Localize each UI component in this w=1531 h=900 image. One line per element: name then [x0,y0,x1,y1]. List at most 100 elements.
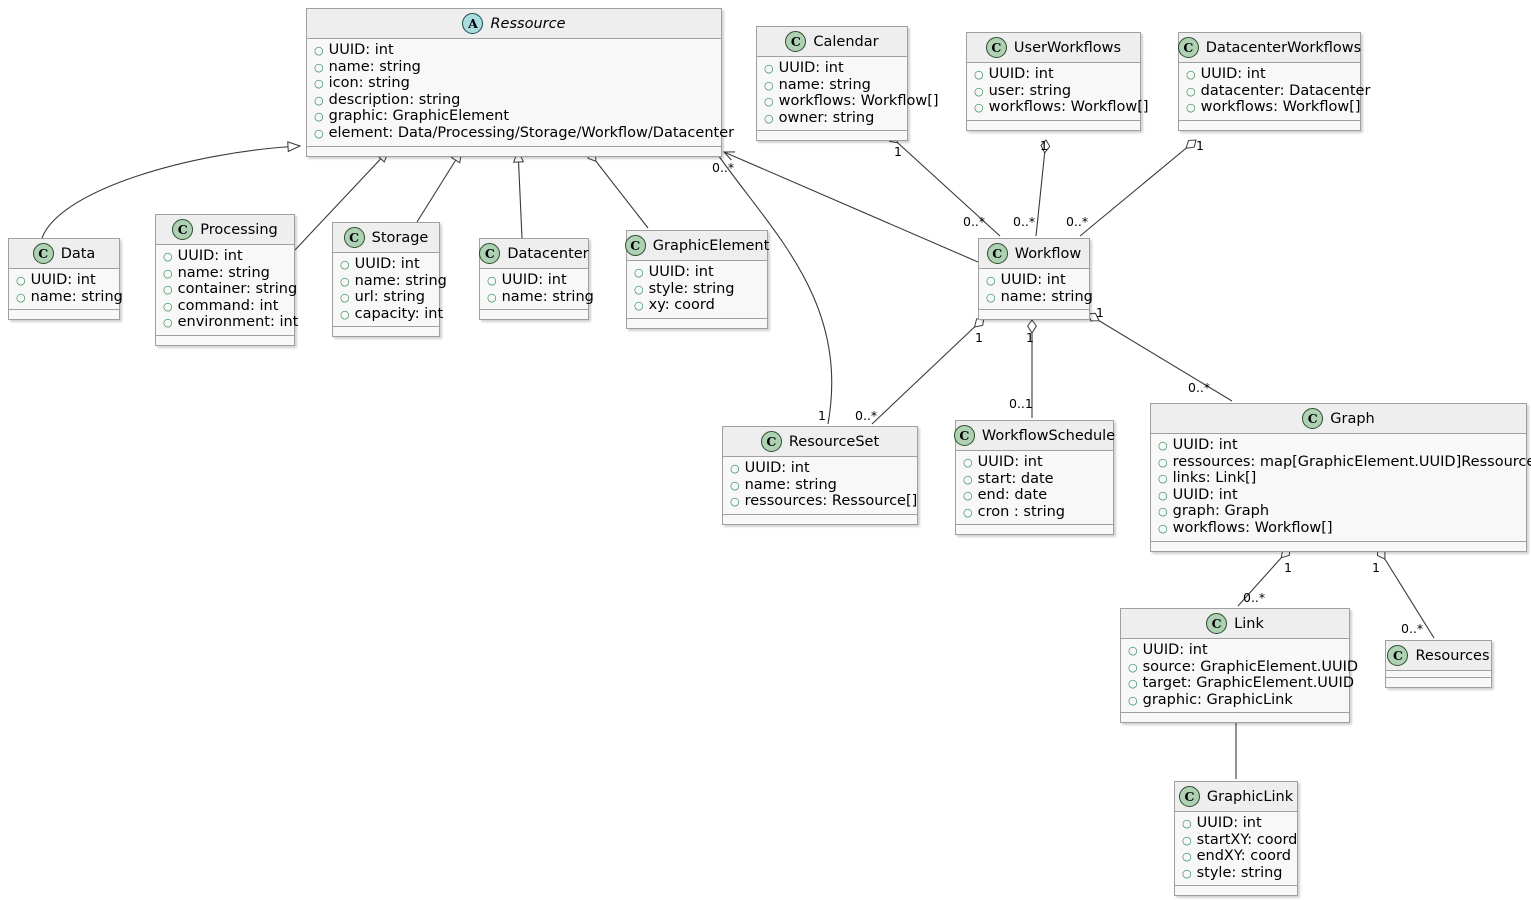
visibility-public-icon: ○ [1158,521,1168,535]
class-header-calendar: C Calendar [757,27,907,57]
multiplicity-label: 0..1 [1009,396,1033,411]
attribute-row: ○UUID: int [1182,815,1262,831]
attribute-row: ○url: string [340,289,425,306]
class-header-graphiclink: C GraphicLink [1175,782,1297,812]
class-box-calendar[interactable]: C Calendar ○UUID: int ○name: string ○wor… [756,26,939,142]
class-box-graph[interactable]: C Graph ○UUID: int ○ressources: map[Grap… [1150,403,1531,552]
visibility-public-icon: ○ [1158,472,1168,486]
attribute-row: ○name: string [730,476,837,493]
attribute-row: ○UUID: int [1158,486,1238,503]
concrete-class-icon: C [985,37,1007,58]
edge-datacenterworkflows-has-workflow [1079,139,1197,237]
attribute-row: ○UUID: int [163,248,243,264]
visibility-public-icon: ○ [963,489,973,503]
edge-storage-inherits-ressource [416,150,462,223]
attribute-row: ○UUID: int [634,264,714,280]
edge-datacenter-inherits-ressource [518,150,522,239]
attribute-row: ○workflows: Workflow[] [1158,519,1333,536]
visibility-public-icon: ○ [1128,677,1138,691]
class-box-datacenter[interactable]: C Datacenter ○UUID: int ○name: string [479,238,594,321]
class-box-processing[interactable]: C Processing ○UUID: int ○name: string ○c… [155,214,299,346]
class-methods-datacenterworkflows [1179,120,1360,130]
visibility-public-icon: ○ [1182,817,1192,830]
attribute-row: ○capacity: int [340,305,444,322]
class-box-graphicelement[interactable]: C GraphicElement ○UUID: int ○style: stri… [624,230,769,329]
multiplicity-label: 1 [1196,138,1204,153]
attribute-row: ○name: string [764,76,871,93]
multiplicity-label: 0..* [1401,621,1424,636]
visibility-public-icon: ○ [1158,439,1168,452]
visibility-public-icon: ○ [974,101,984,115]
visibility-public-icon: ○ [163,250,173,263]
visibility-public-icon: ○ [1182,833,1192,847]
class-attributes-resources [1386,671,1491,678]
visibility-public-icon: ○ [730,495,740,509]
class-box-ressource[interactable]: A Ressource ○UUID: int ○name: string ○ic… [306,8,734,157]
attribute-row: ○style: string [634,280,735,297]
attribute-row: ○environment: int [163,314,299,331]
attribute-row: ○ressources: Ressource[] [730,493,918,510]
class-box-resourceset[interactable]: C ResourceSet ○UUID: int ○name: string ○… [722,426,918,525]
concrete-class-icon: C [624,235,646,256]
visibility-public-icon: ○ [974,84,984,98]
attribute-row: ○start: date [963,470,1054,487]
class-methods-processing [156,335,294,345]
class-box-storage[interactable]: C Storage ○UUID: int ○name: string ○url:… [332,222,447,338]
attribute-row: ○UUID: int [340,256,420,272]
visibility-public-icon: ○ [963,456,973,469]
visibility-public-icon: ○ [487,290,497,304]
class-box-link[interactable]: C Link ○UUID: int ○source: GraphicElemen… [1120,608,1358,724]
class-methods-workflowschedule [956,525,1113,535]
attribute-row: ○UUID: int [1186,66,1266,82]
visibility-public-icon: ○ [1128,660,1138,674]
class-box-datacenterworkflows[interactable]: C DatacenterWorkflows ○UUID: int ○datace… [1177,32,1371,131]
attribute-row: ○target: GraphicElement.UUID [1128,675,1354,692]
visibility-public-icon: ○ [963,472,973,486]
attribute-row: ○workflows: Workflow[] [1186,99,1361,116]
visibility-public-icon: ○ [1186,101,1196,115]
class-box-graphiclink[interactable]: C GraphicLink ○UUID: int ○startXY: coord… [1174,781,1298,897]
attribute-row: ○graphic: GraphicElement [314,108,510,125]
multiplicity-label: 1 [1372,560,1380,575]
attribute-row: ○name: string [487,288,594,305]
visibility-public-icon: ○ [163,316,173,330]
visibility-public-icon: ○ [1158,455,1168,469]
attribute-row: ○endXY: coord [1182,848,1291,865]
visibility-public-icon: ○ [1128,693,1138,707]
class-header-resourceset: C ResourceSet [723,427,917,457]
class-header-storage: C Storage [333,223,439,253]
class-methods-resources [1386,678,1491,687]
visibility-public-icon: ○ [730,462,740,475]
class-methods-userworkflows [967,120,1140,130]
attribute-row: ○ressources: map[GraphicElement.UUID]Res… [1158,453,1531,470]
class-header-workflow: C Workflow [979,239,1089,269]
class-box-workflow[interactable]: C Workflow ○UUID: int ○name: string [978,238,1093,321]
class-header-datacenter: C Datacenter [479,239,589,269]
class-attributes-processing: ○UUID: int ○name: string ○container: str… [156,245,299,336]
attribute-row: ○datacenter: Datacenter [1186,82,1371,99]
attribute-row: ○UUID: int [986,272,1066,288]
class-header-processing: C Processing [156,215,294,245]
class-box-data[interactable]: C Data ○UUID: int ○name: string [8,238,123,321]
visibility-public-icon: ○ [487,274,497,287]
attribute-row: ○owner: string [764,109,875,126]
edge-workflow-has-graph [1087,312,1233,402]
class-header-workflowschedule: C WorkflowSchedule [953,421,1116,451]
class-name-resourceset: ResourceSet [788,433,880,450]
attribute-row: ○icon: string [314,75,410,92]
visibility-public-icon: ○ [986,290,996,304]
multiplicity-label: 1 [1026,330,1034,345]
visibility-public-icon: ○ [634,266,644,279]
class-name-workflowschedule: WorkflowSchedule [981,427,1116,444]
multiplicity-label: 1 [1284,560,1292,575]
visibility-public-icon: ○ [1182,850,1192,864]
class-box-resources[interactable]: C Resources [1385,640,1492,688]
class-name-graph: Graph [1330,410,1375,427]
concrete-class-icon: C [1206,613,1228,634]
class-box-workflowschedule[interactable]: C WorkflowSchedule ○UUID: int ○start: da… [953,420,1116,536]
class-attributes-datacenterworkflows: ○UUID: int ○datacenter: Datacenter ○work… [1179,63,1371,121]
visibility-public-icon: ○ [1158,488,1168,502]
edge-ressource-has-graphicelement [587,150,649,229]
class-box-userworkflows[interactable]: C UserWorkflows ○UUID: int ○user: string… [966,32,1149,131]
visibility-public-icon: ○ [340,258,350,271]
